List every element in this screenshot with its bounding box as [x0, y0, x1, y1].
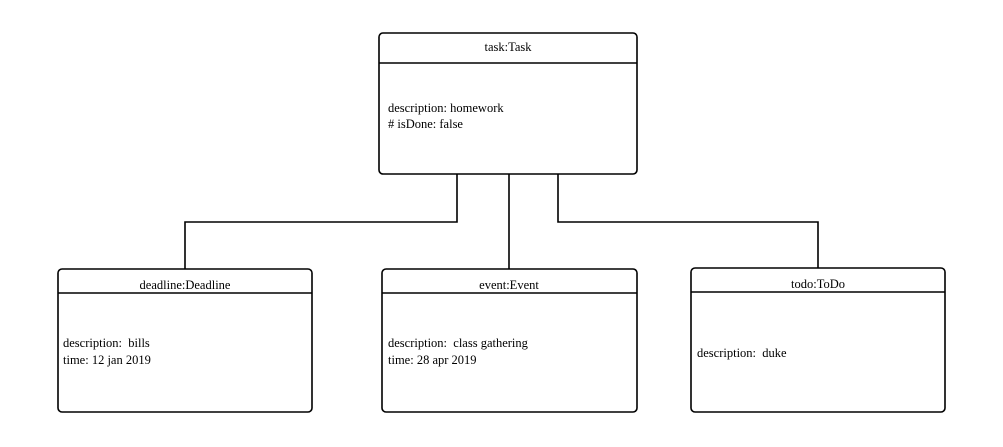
- object-box-task[interactable]: task:Task description: homework # isDone…: [378, 32, 638, 175]
- object-box-event-attribute-1: time: 28 apr 2019: [388, 353, 477, 367]
- object-box-todo-attribute-0: description: duke: [697, 346, 787, 360]
- object-box-task-title: task:Task: [484, 40, 532, 54]
- object-box-task-attribute-0: description: homework: [388, 101, 504, 115]
- object-box-event-title: event:Event: [479, 278, 539, 292]
- object-box-deadline[interactable]: deadline:Deadline description: bills tim…: [57, 268, 313, 413]
- object-box-todo-frame: [690, 267, 946, 413]
- connector-group: [184, 174, 819, 269]
- object-box-deadline-title: deadline:Deadline: [140, 278, 231, 292]
- object-box-deadline-frame: [57, 268, 313, 413]
- object-box-todo[interactable]: todo:ToDo description: duke: [690, 267, 946, 413]
- object-box-event[interactable]: event:Event description: class gathering…: [381, 268, 638, 413]
- connector-task-to-deadline: [184, 174, 458, 269]
- connector-task-to-todo: [557, 174, 819, 268]
- object-box-event-frame: [381, 268, 638, 413]
- object-box-event-attribute-0: description: class gathering: [388, 336, 529, 350]
- object-box-todo-title: todo:ToDo: [791, 277, 845, 291]
- object-box-task-attribute-1: # isDone: false: [388, 117, 463, 131]
- object-box-deadline-attribute-1: time: 12 jan 2019: [63, 353, 151, 367]
- object-box-deadline-attribute-0: description: bills: [63, 336, 150, 350]
- object-box-task-frame: [378, 32, 638, 175]
